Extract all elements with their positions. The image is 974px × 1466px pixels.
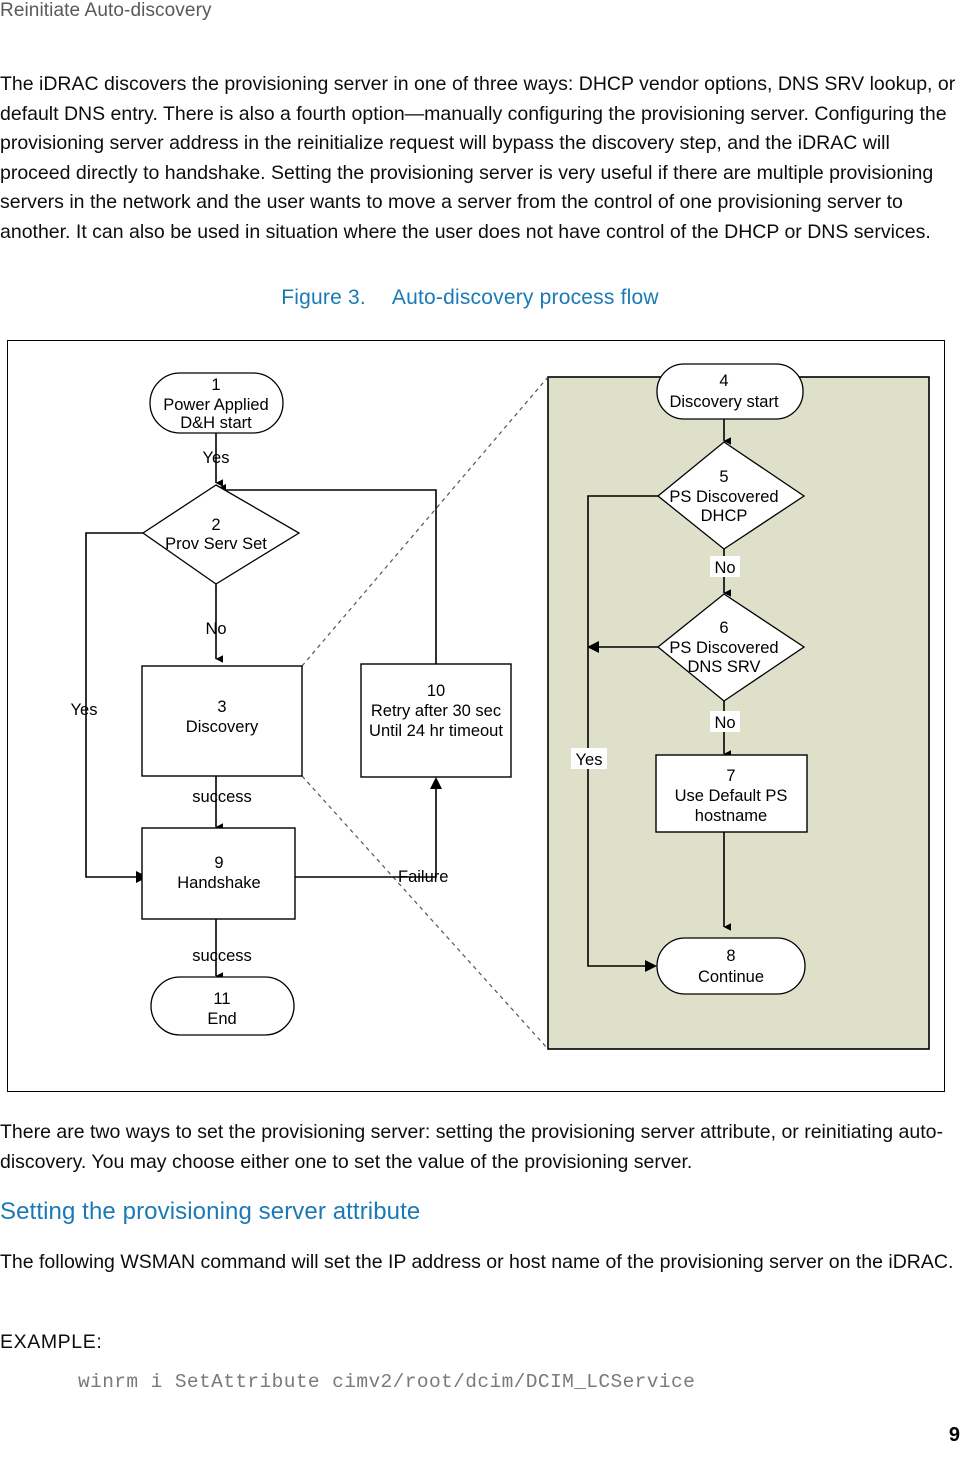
flow-node-7-line-0: 7 — [726, 767, 735, 785]
flow-node-4-line-1: Discovery start — [669, 393, 779, 411]
flow-node-2-line-1: Prov Serv Set — [165, 535, 267, 553]
flow-node-7-line-1: Use Default PS — [675, 787, 788, 805]
flow-node-2 — [141, 484, 301, 585]
flow-node-1 — [149, 372, 284, 434]
edge-5-yes-rail — [587, 495, 658, 967]
edge-9-to-10-failure — [295, 789, 437, 878]
edge-label-5-no-bg — [710, 556, 740, 577]
flow-node-10-line-2: Until 24 hr timeout — [369, 722, 503, 740]
flow-node-6-line-1: PS Discovered — [669, 639, 778, 657]
flow-node-3-line-0: 3 — [217, 698, 226, 716]
flow-node-7-line-2: hostname — [695, 807, 767, 825]
edge-label-6-yes-bg — [571, 748, 607, 769]
flow-node-1-line-2: D&H start — [180, 414, 252, 432]
section-heading: Setting the provisioning server attribut… — [0, 1198, 421, 1225]
edge-label-6-no: No — [714, 714, 735, 732]
intro-paragraph: The iDRAC discovers the provisioning ser… — [0, 73, 956, 243]
edge-10-to-2-return — [223, 489, 437, 673]
flow-node-10-line-0: 10 — [427, 682, 445, 700]
auto-discovery-flowchart: 1 Power Applied D&H start 2 Prov Serv Se… — [71, 363, 930, 1050]
flow-node-4 — [656, 363, 804, 420]
running-header: Reinitiate Auto-discovery — [0, 0, 212, 21]
flow-node-5 — [656, 441, 806, 550]
flow-node-8-line-0: 8 — [726, 947, 735, 965]
flow-node-11-line-0: 11 — [213, 990, 230, 1008]
flow-node-8-line-1: Continue — [698, 968, 764, 986]
edge-label-9-success: success — [192, 947, 252, 965]
flow-node-2-line-0: 2 — [211, 516, 220, 534]
flow-node-7 — [655, 754, 808, 833]
edge-9-to-10-arrowhead — [430, 777, 442, 789]
flow-node-1-line-1: Power Applied — [163, 396, 269, 414]
edge-label-9-failure: Failure — [398, 868, 448, 886]
figure-caption-title: Auto-discovery process flow — [391, 286, 659, 309]
flow-node-10 — [360, 663, 512, 778]
edge-6-yes-arrowhead — [587, 641, 599, 653]
edge-label-6-no-bg — [710, 711, 740, 732]
flow-node-9 — [141, 827, 296, 920]
flow-node-10-line-1: Retry after 30 sec — [371, 702, 501, 720]
flow-node-11 — [150, 976, 295, 1036]
flow-node-4-line-0: 4 — [719, 372, 728, 390]
edge-label-5-no: No — [714, 559, 735, 577]
flow-node-3 — [141, 665, 303, 777]
code-command: winrm i SetAttribute cimv2/root/dcim/DCI… — [78, 1371, 696, 1393]
flow-node-8 — [656, 937, 806, 995]
flow-node-6 — [656, 593, 806, 702]
flow-node-1-line-0: 1 — [211, 376, 220, 394]
callout-dashed-line-top — [301, 376, 549, 667]
figure-caption-number: Figure 3. — [281, 286, 366, 309]
edge-label-2-no: No — [205, 620, 226, 638]
flow-node-5-line-1: PS Discovered — [669, 488, 778, 506]
edge-label-start-yes: Yes — [203, 449, 230, 467]
flow-node-5-line-2: DHCP — [701, 507, 748, 525]
flow-node-9-line-0: 9 — [214, 854, 223, 872]
example-label: EXAMPLE: — [0, 1331, 103, 1353]
flow-node-11-line-1: End — [207, 1010, 236, 1028]
figure-caption: Figure 3. Auto-discovery process flow — [0, 286, 940, 310]
edge-5-yes-arrowhead — [645, 960, 657, 972]
flow-node-6-line-2: DNS SRV — [687, 658, 760, 676]
figure-flowchart-frame: 1 Power Applied D&H start 2 Prov Serv Se… — [7, 340, 945, 1092]
page-number: 9 — [948, 1424, 960, 1446]
flow-node-5-line-0: 5 — [719, 468, 728, 486]
callout-dashed-line-bottom — [301, 775, 549, 1050]
edge-2-to-9-yes — [85, 532, 143, 878]
after-figure-paragraph: There are two ways to set the provisioni… — [0, 1121, 943, 1173]
edge-label-3-success: success — [192, 788, 252, 806]
flow-node-6-line-0: 6 — [719, 619, 728, 637]
flow-node-9-line-1: Handshake — [177, 874, 260, 892]
edge-label-2-yes: Yes — [71, 701, 98, 719]
flow-node-3-line-1: Discovery — [186, 718, 259, 736]
edge-label-6-yes: Yes — [576, 751, 603, 769]
wsman-paragraph: The following WSMAN command will set the… — [0, 1251, 954, 1273]
